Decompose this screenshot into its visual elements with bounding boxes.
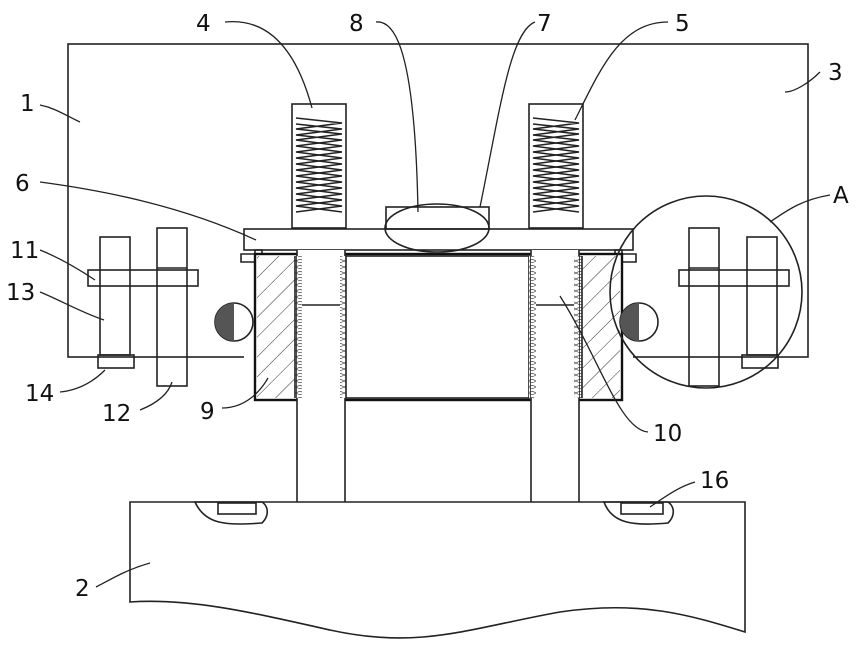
label-5: 5 [675,11,690,37]
left-guide-post [297,250,345,502]
label-1: 1 [20,91,35,117]
label-13: 13 [6,280,35,306]
label-8: 8 [349,11,364,37]
upper-block [68,44,808,358]
label-3: 3 [828,60,843,86]
left-rubber-strip [218,503,256,514]
label-a: A [833,183,849,209]
label-7: 7 [537,11,552,37]
right-spring-pocket [529,104,583,228]
left-adjust-assembly [88,228,198,386]
label-9: 9 [200,399,215,425]
left-spring-pocket [292,104,346,228]
label-14: 14 [25,381,54,407]
label-2: 2 [75,576,90,602]
label-12: 12 [102,401,131,427]
detail-circle-a [610,196,802,388]
label-4: 4 [196,11,211,37]
right-ball [620,303,658,341]
lower-base [130,502,745,638]
label-11: 11 [10,238,39,264]
label-6: 6 [15,171,30,197]
label-10: 10 [653,421,682,447]
label-16: 16 [700,468,729,494]
right-rubber-strip [621,503,663,514]
right-guide-post [531,250,579,502]
